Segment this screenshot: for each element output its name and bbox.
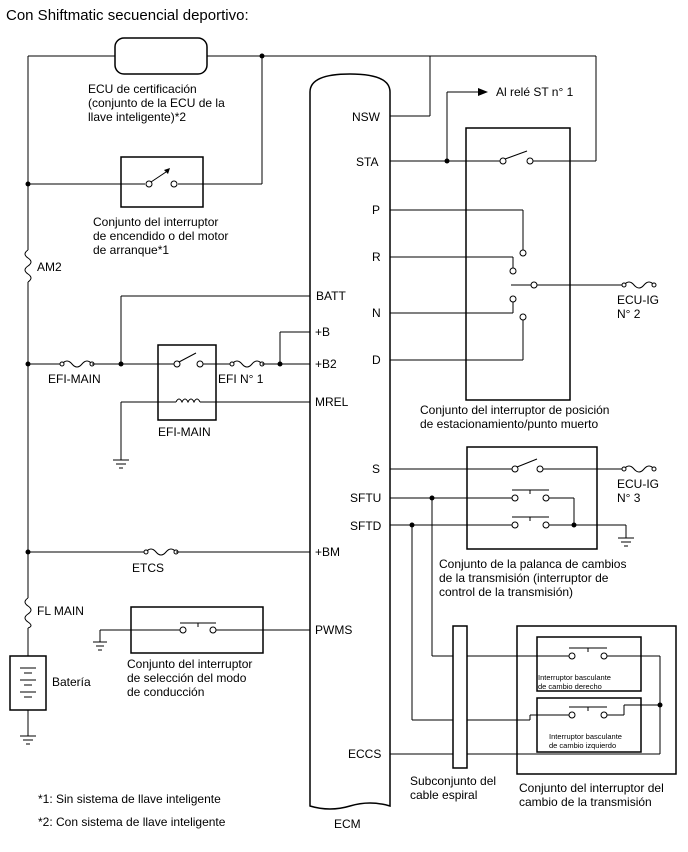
shift-lever-line3: control de la transmisión) — [439, 585, 573, 599]
footnotes: *1: Sin sistema de llave inteligente *2:… — [38, 792, 226, 829]
am2-fuse: AM2 — [24, 249, 62, 283]
drive-mode-line1: Conjunto del interruptor — [127, 657, 252, 671]
st-relay-arrow: Al relé ST n° 1 — [446, 85, 574, 161]
paddle-switch-assembly: Interruptor basculante de cambio derecho… — [467, 625, 677, 809]
pin-bm: +BM — [315, 545, 340, 559]
shift-lever-switch: ECU-IG N° 3 Conjunto de la palanca de ca… — [390, 446, 659, 599]
footnote-1: *1: Sin sistema de llave inteligente — [38, 792, 221, 806]
ecu-certification: ECU de certificación (conjunto de la ECU… — [28, 37, 431, 124]
drive-mode-line3: de conducción — [127, 685, 204, 699]
footnote-2: *2: Con sistema de llave inteligente — [38, 815, 226, 829]
pin-s: S — [372, 462, 380, 476]
ignition-switch-line1: Conjunto del interruptor — [93, 215, 218, 229]
paddle-assy-line1: Conjunto del interruptor del — [519, 781, 664, 795]
pin-batt: BATT — [316, 289, 346, 303]
pin-sftd: SFTD — [350, 519, 382, 533]
pin-sftu: SFTU — [350, 491, 381, 505]
ecu-ig3-line2: N° 3 — [617, 491, 641, 505]
ecu-cert-line3: llave inteligente)*2 — [88, 110, 186, 124]
spiral-cable-line1: Subconjunto del — [410, 774, 496, 788]
shift-lever-line2: de la transmisión (interruptor de — [439, 571, 609, 585]
pin-d: D — [372, 353, 381, 367]
pin-r: R — [372, 250, 381, 264]
pin-eccs: ECCS — [348, 747, 381, 761]
st-relay-label: Al relé ST n° 1 — [496, 85, 574, 99]
ignition-switch-line2: de encendido o del motor — [93, 229, 228, 243]
efi-no1-label: EFI N° 1 — [218, 372, 264, 386]
pin-pwms: PWMS — [315, 623, 352, 637]
shift-lever-line1: Conjunto de la palanca de cambios — [439, 557, 626, 571]
fl-main-fuse: FL MAIN — [24, 597, 84, 629]
paddle-left-line1: Interruptor basculante — [549, 732, 622, 741]
spiral-cable: Subconjunto del cable espiral — [390, 498, 496, 802]
left-power-bus — [25, 56, 31, 736]
ecu-cert-line2: (conjunto de la ECU de la — [88, 96, 225, 110]
am2-label: AM2 — [37, 260, 62, 274]
pin-b2: +B2 — [315, 357, 337, 371]
ignition-switch: Conjunto del interruptor de encendido o … — [28, 56, 263, 257]
ecm-block: ECM — [309, 73, 391, 831]
park-neutral-line1: Conjunto del interruptor de posición — [420, 403, 609, 417]
pin-nsw: NSW — [352, 110, 381, 124]
pin-mrel: MREL — [315, 395, 349, 409]
drive-mode-line2: de selección del modo — [127, 671, 247, 685]
fl-main-label: FL MAIN — [37, 604, 84, 618]
park-neutral-line2: de estacionamiento/punto muerto — [420, 417, 598, 431]
drive-mode-switch: Conjunto del interruptor de selección de… — [93, 606, 310, 699]
efi-main-fuse-label: EFI-MAIN — [48, 372, 101, 386]
park-neutral-switch: ECU-IG N° 2 Conjunto del interruptor de … — [390, 55, 659, 431]
efi-main-relay-label: EFI-MAIN — [158, 425, 211, 439]
battery: Batería — [9, 655, 91, 745]
battery-label: Batería — [52, 675, 91, 689]
paddle-left-line2: de cambio izquierdo — [549, 741, 616, 750]
paddle-right-line1: Interruptor basculante — [538, 673, 611, 682]
paddle-right-line2: de cambio derecho — [538, 682, 602, 691]
ecu-ig2-line1: ECU-IG — [617, 293, 659, 307]
efi-main-line: EFI-MAIN — [28, 360, 158, 386]
efi-no1-fuse: EFI N° 1 — [216, 331, 310, 386]
ecm-pin-labels: NSW STA P R N D BATT +B +B2 MREL S SFTU … — [315, 110, 382, 761]
ecu-ig3-line1: ECU-IG — [617, 477, 659, 491]
paddle-assy-line2: cambio de la transmisión — [519, 795, 652, 809]
ecu-cert-line1: ECU de certificación — [88, 82, 197, 96]
ecu-ig2-line2: N° 2 — [617, 307, 641, 321]
ignition-switch-line3: de arranque*1 — [93, 243, 169, 257]
pin-n: N — [372, 306, 381, 320]
pin-b: +B — [315, 325, 330, 339]
spiral-cable-line2: cable espiral — [410, 788, 477, 802]
pin-sta: STA — [356, 155, 378, 169]
etcs-label: ETCS — [132, 561, 164, 575]
ecm-label: ECM — [334, 817, 361, 831]
pin-p: P — [372, 203, 380, 217]
etcs-fuse: ETCS — [28, 548, 310, 575]
diagram-title: Con Shiftmatic secuencial deportivo: — [6, 7, 249, 24]
batt-wire — [120, 295, 310, 364]
efi-main-relay: EFI-MAIN — [113, 344, 310, 469]
